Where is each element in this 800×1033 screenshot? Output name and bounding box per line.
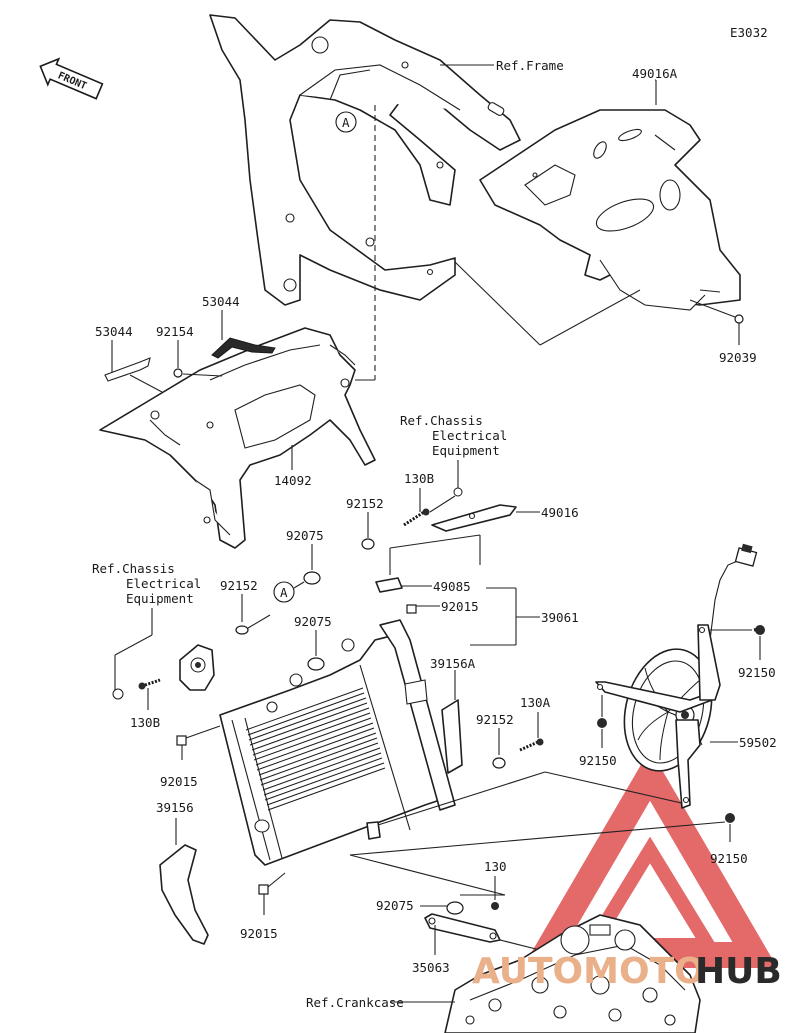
- part-35063: 35063: [412, 913, 541, 975]
- part-92150-mid: 92150: [579, 695, 617, 768]
- part-130: 130: [484, 859, 507, 910]
- ref-chassis-left-line3: Equipment: [126, 591, 194, 606]
- part-92075-mid: 92075: [294, 614, 332, 671]
- label-130A: 130A: [520, 695, 551, 710]
- part-14092: 14092: [99, 327, 376, 549]
- part-53044-left: 53044: [95, 324, 163, 393]
- label-39156: 39156: [156, 800, 194, 815]
- ref-chassis-left: Ref.Chassis Electrical Equipment: [92, 561, 215, 700]
- label-130: 130: [484, 859, 507, 874]
- label-39156A: 39156A: [430, 656, 476, 671]
- part-92015-top: 92015: [406, 599, 479, 614]
- part-92152-top: 92152: [346, 496, 384, 550]
- label-92015-top: 92015: [441, 599, 479, 614]
- label-53044-top: 53044: [202, 294, 240, 309]
- label-92075-bot: 92075: [376, 898, 414, 913]
- part-92015-bot: 92015: [240, 872, 286, 941]
- radiator: [219, 619, 456, 866]
- callout-a-lower: A: [273, 581, 305, 603]
- label-39061: 39061: [541, 610, 579, 625]
- part-130B-left: 130B: [130, 678, 161, 730]
- label-92152-top: 92152: [346, 496, 384, 511]
- label-14092: 14092: [274, 473, 312, 488]
- part-49085: 49085: [375, 534, 481, 594]
- ref-chassis-left-line2: Electrical: [126, 576, 201, 591]
- label-49085: 49085: [433, 579, 471, 594]
- part-92015-left: 92015: [160, 725, 221, 789]
- label-92150-bot: 92150: [710, 851, 748, 866]
- label-59502: 59502: [739, 735, 777, 750]
- label-92075-top: 92075: [286, 528, 324, 543]
- part-92075-top: 92075: [286, 528, 324, 585]
- part-53044-top: 53044: [202, 294, 276, 359]
- ref-frame-label: Ref.Frame: [496, 58, 564, 73]
- callout-a-top-label: A: [342, 115, 350, 130]
- ref-chassis-top: Ref.Chassis Electrical Equipment: [400, 413, 507, 497]
- label-92152-mid: 92152: [476, 712, 514, 727]
- ref-chassis-top-line2: Electrical: [432, 428, 507, 443]
- part-130B-top: 130B: [403, 471, 456, 527]
- ref-crankcase-label: Ref.Crankcase: [306, 995, 404, 1010]
- watermark-text-b: HUB: [695, 951, 782, 992]
- callout-a-top: A: [335, 105, 376, 381]
- front-arrow-icon: FRONT: [39, 57, 104, 100]
- part-39156: 39156: [156, 800, 209, 945]
- part-92152-left: 92152: [220, 578, 271, 635]
- part-59502-fan: 59502: [595, 543, 777, 809]
- part-92154: 92154: [156, 324, 223, 378]
- label-92150-top: 92150: [738, 665, 776, 680]
- label-130B-left: 130B: [130, 715, 160, 730]
- part-92150-top: 92150: [710, 625, 776, 680]
- callout-a-lower-label: A: [280, 585, 288, 600]
- part-92075-bot: 92075: [376, 898, 464, 915]
- diagram-code: E3032: [730, 25, 768, 40]
- label-92075-mid: 92075: [294, 614, 332, 629]
- part-49016A: 49016A: [479, 66, 741, 311]
- label-130B-top: 130B: [404, 471, 434, 486]
- part-92150-bot: 92150: [710, 813, 748, 866]
- part-39156A: 39156A: [430, 656, 476, 774]
- label-92015-bot: 92015: [240, 926, 278, 941]
- label-53044-left: 53044: [95, 324, 133, 339]
- label-49016: 49016: [541, 505, 579, 520]
- watermark-text-a: AUTOMOTO: [472, 951, 705, 992]
- frame-part: Ref.Frame: [209, 14, 564, 306]
- part-92039: 92039: [689, 299, 757, 365]
- label-92015-left: 92015: [160, 774, 198, 789]
- label-92152-left: 92152: [220, 578, 258, 593]
- label-35063: 35063: [412, 960, 450, 975]
- ref-chassis-left-line1: Ref.Chassis: [92, 561, 175, 576]
- watermark-text: AUTOMOTO HUB: [472, 951, 782, 992]
- label-92039: 92039: [719, 350, 757, 365]
- ref-chassis-top-line1: Ref.Chassis: [400, 413, 483, 428]
- label-92150-mid: 92150: [579, 753, 617, 768]
- part-92152-mid: 92152: [476, 712, 514, 769]
- crankcase-part: Ref.Crankcase: [306, 914, 701, 1033]
- part-39061: 39061: [470, 587, 579, 646]
- part-130A: 130A: [519, 695, 551, 752]
- label-92154: 92154: [156, 324, 194, 339]
- label-49016A: 49016A: [632, 66, 678, 81]
- part-49016: 49016: [431, 504, 579, 532]
- ref-chassis-top-line3: Equipment: [432, 443, 500, 458]
